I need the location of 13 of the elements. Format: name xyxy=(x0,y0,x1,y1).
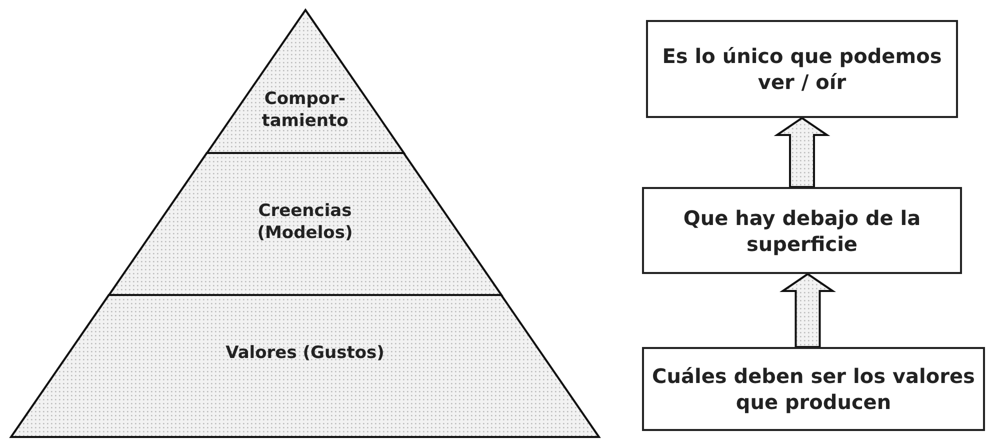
node-label: Creencias (Modelos) xyxy=(256,200,354,244)
text-box xyxy=(646,20,958,118)
node-label: Valores (Gustos) xyxy=(225,342,385,364)
pyramid-level xyxy=(11,295,599,437)
text-box xyxy=(642,347,985,431)
text-box xyxy=(642,187,962,274)
block-arrow xyxy=(780,272,836,348)
node-label: Es lo único que podemos ver / oír xyxy=(661,43,943,95)
node-label: Cuáles deben ser los valores que producen xyxy=(651,363,976,415)
block-arrow xyxy=(774,116,830,188)
node-label: Que hay debajo de la superficie xyxy=(682,204,922,256)
node-label: Compor- tamiento xyxy=(260,88,350,132)
pyramid-level xyxy=(108,153,502,295)
